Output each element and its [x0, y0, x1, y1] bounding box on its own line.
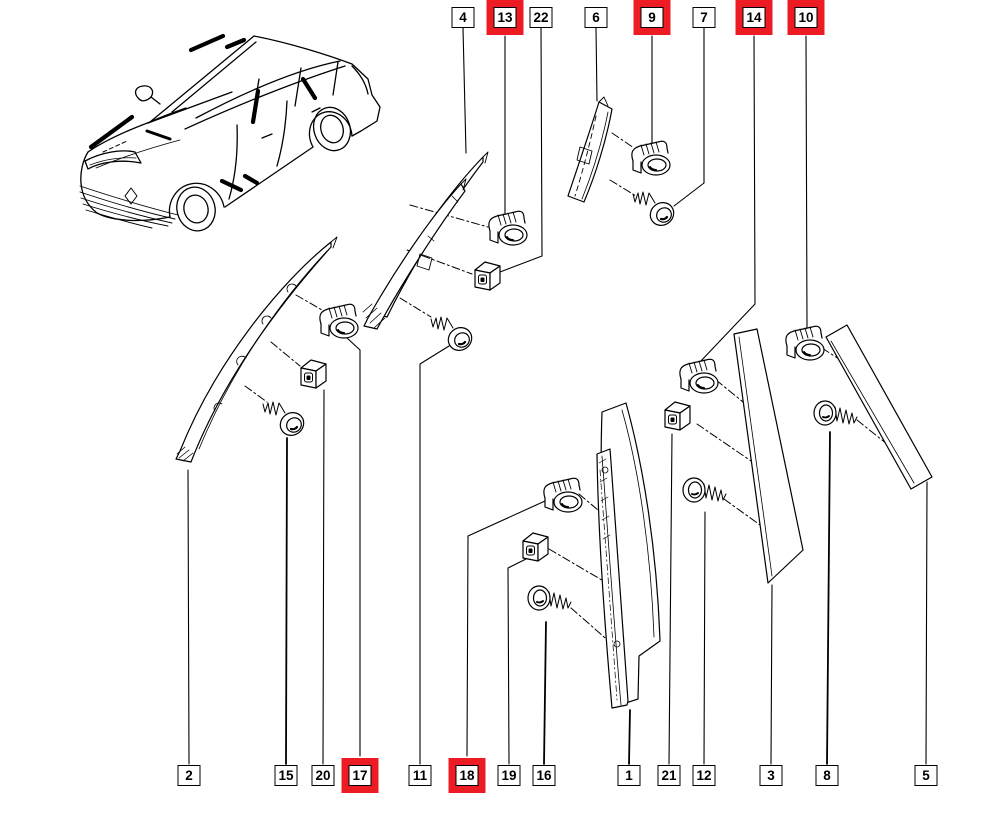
- clip-part-9: [630, 140, 671, 176]
- screw-part-7: [631, 190, 680, 231]
- callout-11[interactable]: 11: [408, 765, 432, 786]
- callout-14[interactable]: 14: [735, 0, 773, 35]
- callout-3[interactable]: 3: [759, 765, 783, 786]
- callout-18[interactable]: 18: [448, 758, 486, 793]
- clip-part-14: [678, 358, 719, 394]
- callout-19[interactable]: 19: [497, 765, 521, 786]
- car-illustration: [79, 33, 381, 232]
- callout-6[interactable]: 6: [584, 7, 608, 28]
- screw-part-12: [682, 477, 727, 503]
- square-clip-part-20: [300, 359, 327, 389]
- screw-part-15: [261, 400, 310, 441]
- square-clip-part-22: [474, 261, 501, 291]
- screw-part-16: [527, 585, 572, 611]
- callout-4[interactable]: 4: [451, 7, 475, 28]
- callout-9[interactable]: 9: [633, 0, 671, 35]
- trim-part-4: [362, 151, 489, 330]
- callout-8[interactable]: 8: [815, 765, 839, 786]
- trim-part-6: [567, 96, 613, 203]
- clip-part-10: [784, 325, 825, 361]
- callout-16[interactable]: 16: [532, 765, 556, 786]
- callout-15[interactable]: 15: [274, 765, 298, 786]
- trim-part-3: [733, 328, 804, 584]
- screw-part-8: [813, 400, 858, 426]
- square-clip-part-19: [522, 532, 549, 562]
- callout-5[interactable]: 5: [914, 765, 938, 786]
- trim-part-2: [175, 236, 338, 463]
- callout-leader-lines: [187, 27, 928, 765]
- callout-22[interactable]: 22: [529, 7, 553, 28]
- callout-20[interactable]: 20: [311, 765, 335, 786]
- clip-part-13: [487, 210, 528, 246]
- callout-2[interactable]: 2: [177, 765, 201, 786]
- trim-part-1: [596, 402, 661, 709]
- callout-7[interactable]: 7: [692, 7, 716, 28]
- callout-17[interactable]: 17: [341, 758, 379, 793]
- square-clip-part-21: [664, 401, 691, 431]
- trim-part-5: [825, 324, 933, 490]
- clip-part-17: [318, 303, 359, 339]
- clip-part-18: [542, 477, 583, 513]
- callout-12[interactable]: 12: [692, 765, 716, 786]
- callout-13[interactable]: 13: [486, 0, 524, 35]
- screw-part-11: [429, 315, 478, 356]
- callout-10[interactable]: 10: [787, 0, 825, 35]
- callout-1[interactable]: 1: [617, 765, 641, 786]
- callout-21[interactable]: 21: [657, 765, 681, 786]
- assembly-dash-dot-lines: [244, 132, 898, 644]
